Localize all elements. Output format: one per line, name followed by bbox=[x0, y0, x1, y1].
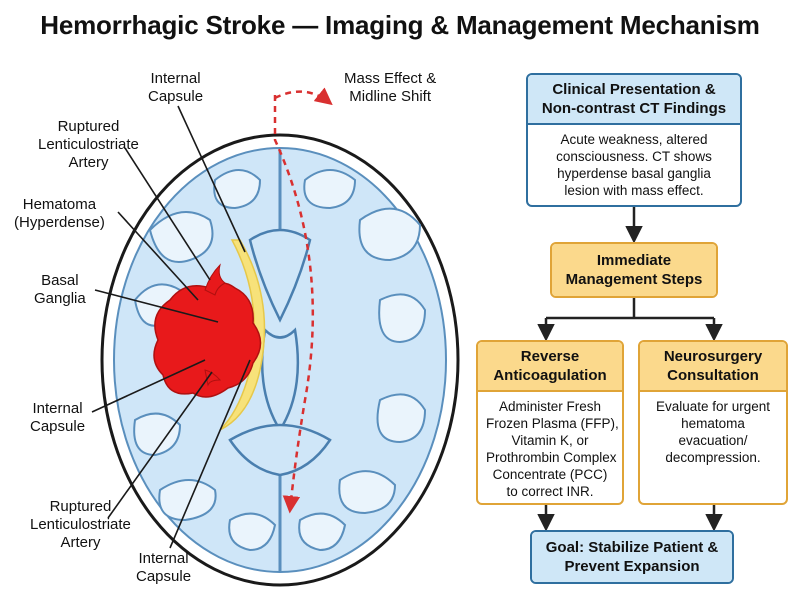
label-internal-capsule-bottom: Internal Capsule bbox=[136, 550, 192, 585]
reverse-anticoagulation-body: Administer Fresh Frozen Plasma (FFP), Vi… bbox=[486, 399, 619, 499]
ruptured-artery-top bbox=[204, 263, 226, 296]
ruptured-artery-bottom bbox=[204, 369, 222, 387]
gyri-pattern bbox=[133, 169, 427, 552]
reverse-anticoagulation-title: Reverse Anticoagulation bbox=[478, 342, 622, 392]
clinical-presentation-box: Clinical Presentation & Non-contrast CT … bbox=[526, 73, 742, 207]
neurosurgery-consultation-box: Neurosurgery Consultation Evaluate for u… bbox=[638, 340, 788, 505]
label-basal-ganglia: Basal Ganglia bbox=[34, 272, 86, 307]
mass-effect-arrow-main bbox=[273, 95, 315, 514]
reverse-anticoagulation-box: Reverse Anticoagulation Administer Fresh… bbox=[476, 340, 624, 505]
clinical-presentation-body: Acute weakness, altered consciousness. C… bbox=[556, 132, 712, 198]
label-hematoma: Hematoma (Hyperdense) bbox=[14, 196, 105, 231]
flow-arrows bbox=[537, 206, 723, 532]
ventricles bbox=[228, 228, 332, 477]
neurosurgery-consultation-body: Evaluate for urgent hematoma evacuation/… bbox=[655, 399, 771, 465]
leader-lines bbox=[91, 105, 251, 549]
label-ruptured-artery-top: Ruptured Lenticulostriate Artery bbox=[38, 118, 139, 171]
goal-box: Goal: Stabilize Patient & Prevent Expans… bbox=[530, 530, 734, 584]
immediate-management-title: Immediate Management Steps bbox=[552, 244, 716, 296]
label-ruptured-artery-bottom: Ruptured Lenticulostriate Artery bbox=[30, 498, 131, 551]
label-internal-capsule-top: Internal Capsule bbox=[148, 70, 204, 105]
label-internal-capsule-left: Internal Capsule bbox=[30, 400, 86, 435]
neurosurgery-consultation-title: Neurosurgery Consultation bbox=[640, 342, 786, 392]
goal-title: Goal: Stabilize Patient & Prevent Expans… bbox=[532, 532, 732, 582]
immediate-management-box: Immediate Management Steps bbox=[550, 242, 718, 298]
label-mass-effect: Mass Effect & Midline Shift bbox=[344, 70, 437, 105]
page-title: Hemorrhagic Stroke — Imaging & Managemen… bbox=[40, 10, 760, 40]
clinical-presentation-title: Clinical Presentation & Non-contrast CT … bbox=[528, 75, 740, 125]
mass-effect-arrow-top bbox=[274, 87, 333, 106]
